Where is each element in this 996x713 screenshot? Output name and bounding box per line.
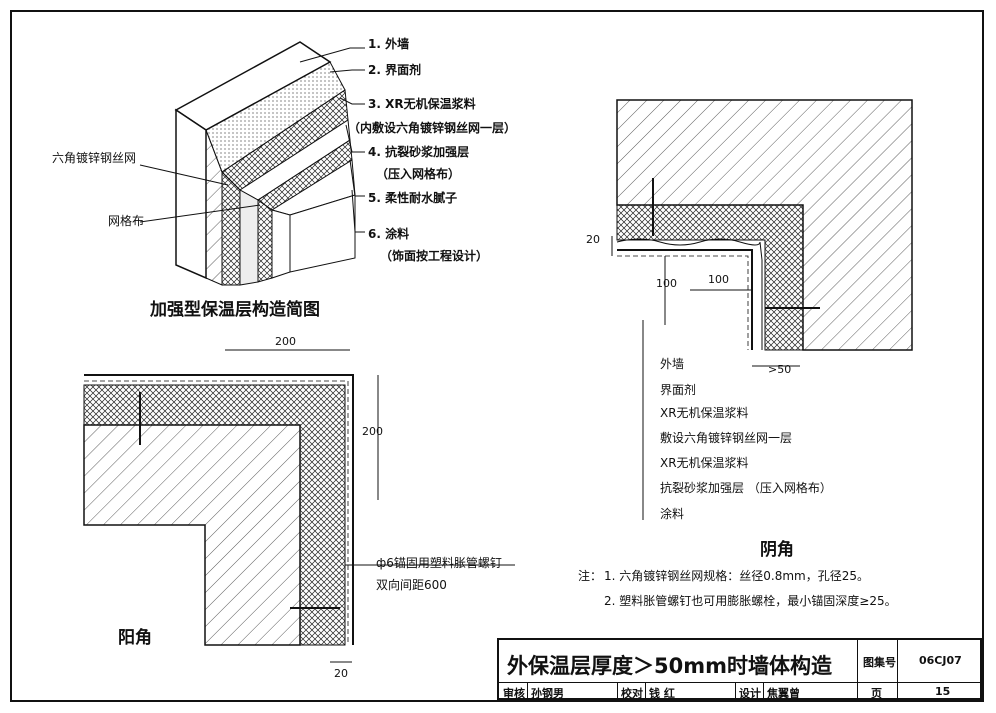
inner-legend-4: 敷设六角镀锌钢丝网一层 [660,431,793,445]
iso-left-label-fabric: 网格布 [108,214,145,228]
iso-label-3: 3. XR无机保温浆料 [368,97,476,111]
notes-prefix: 注： [578,569,603,583]
row-divider [857,682,858,700]
iso-label-4: 4. 抗裂砂浆加强层 [368,145,470,159]
iso-caption: 加强型保温层构造简图 [150,300,320,320]
inner-dim-100-horizontal: 100 [708,273,729,286]
inner-corner-diagram [611,99,913,520]
row-divider [735,682,736,700]
drawing-frame [10,10,984,702]
inner-dim-50: >50 [768,363,792,376]
iso-label-2: 2. 界面剂 [368,63,422,77]
check-name: 钱 红 [649,687,675,700]
inner-legend-6: 抗裂砂浆加强层 （压入网格布） [660,481,832,495]
inner-legend-1: 外墙 [660,357,685,371]
anchor-note-2: 双向间距600 [376,578,447,592]
row-divider [645,682,646,700]
design-label: 设计 [739,687,761,700]
row-divider [527,682,528,700]
page-label: 页 [871,687,882,700]
anchor-note-1: ф6锚固用塑料胀管螺钉 [376,556,502,570]
iso-label-3-sub: （内敷设六角镀锌钢丝网一层） [348,121,517,135]
title-divider [897,640,898,682]
check-label: 校对 [621,687,643,700]
review-name: 孙钢男 [531,687,564,700]
iso-label-1: 1. 外墙 [368,37,410,51]
outer-corner-diagram [83,349,515,663]
outer-dim-20: 20 [334,667,348,680]
iso-left-label-mesh: 六角镀锌钢丝网 [52,151,137,165]
isometric-diagram [139,41,365,286]
outer-dim-200-vertical: 200 [362,425,383,438]
inner-legend-5: XR无机保温浆料 [660,456,749,470]
note-2: 2. 塑料胀管螺钉也可用膨胀螺栓，最小锚固深度≥25。 [604,594,897,608]
design-name: 焦翼曾 [767,687,800,700]
iso-label-5: 5. 柔性耐水腻子 [368,191,458,205]
review-label: 审核 [503,687,525,700]
inner-legend-7: 涂料 [660,507,685,521]
inner-caption: 阴角 [760,540,794,560]
row-divider [897,682,898,700]
atlas-number: 06CJ07 [919,654,962,667]
inner-legend-3: XR无机保温浆料 [660,406,749,420]
outer-caption: 阳角 [118,628,152,648]
row-divider [617,682,618,700]
atlas-label: 图集号 [863,656,896,669]
outer-dim-200-horizontal: 200 [275,335,296,348]
page-number: 15 [935,685,951,698]
title-row [499,640,980,683]
iso-label-6-sub: （饰面按工程设计） [380,249,489,263]
iso-label-6: 6. 涂料 [368,227,410,241]
row-divider [763,682,764,700]
title-divider [857,640,858,682]
drawing-title: 外保温层厚度＞50mm时墙体构造 [507,654,832,678]
inner-dim-20: 20 [586,233,600,246]
iso-label-4-sub: （压入网格布） [376,167,461,181]
inner-dim-100-vertical: 100 [656,277,677,290]
note-1: 1. 六角镀锌钢丝网规格：丝径0.8mm，孔径25。 [604,569,869,583]
title-block: 外保温层厚度＞50mm时墙体构造 图集号 06CJ07 审核 孙钢男 校对 钱 … [497,638,982,700]
inner-legend-2: 界面剂 [660,383,697,397]
